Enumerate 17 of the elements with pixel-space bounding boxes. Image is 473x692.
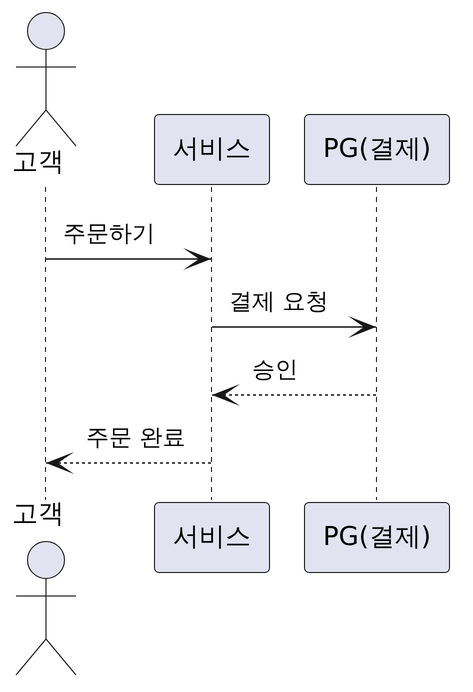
message-arrow — [212, 384, 376, 406]
participant-box: PG(결제) — [304, 114, 450, 185]
message-arrow — [46, 248, 211, 270]
message-label: 결제 요청 — [229, 289, 328, 317]
message-arrow — [46, 452, 211, 474]
participant-box: PG(결제) — [304, 502, 450, 573]
participant-box: 서비스 — [154, 114, 270, 185]
lifeline — [211, 187, 212, 500]
actor-label: 고객 — [12, 147, 64, 178]
message-arrow — [212, 316, 376, 338]
lifeline — [376, 187, 377, 500]
message-label: 주문하기 — [63, 221, 155, 249]
lifeline — [45, 187, 46, 500]
message-label: 주문 완료 — [86, 425, 186, 453]
actor-label: 고객 — [12, 499, 64, 530]
message-label: 승인 — [252, 357, 298, 385]
participant-box: 서비스 — [154, 502, 270, 573]
